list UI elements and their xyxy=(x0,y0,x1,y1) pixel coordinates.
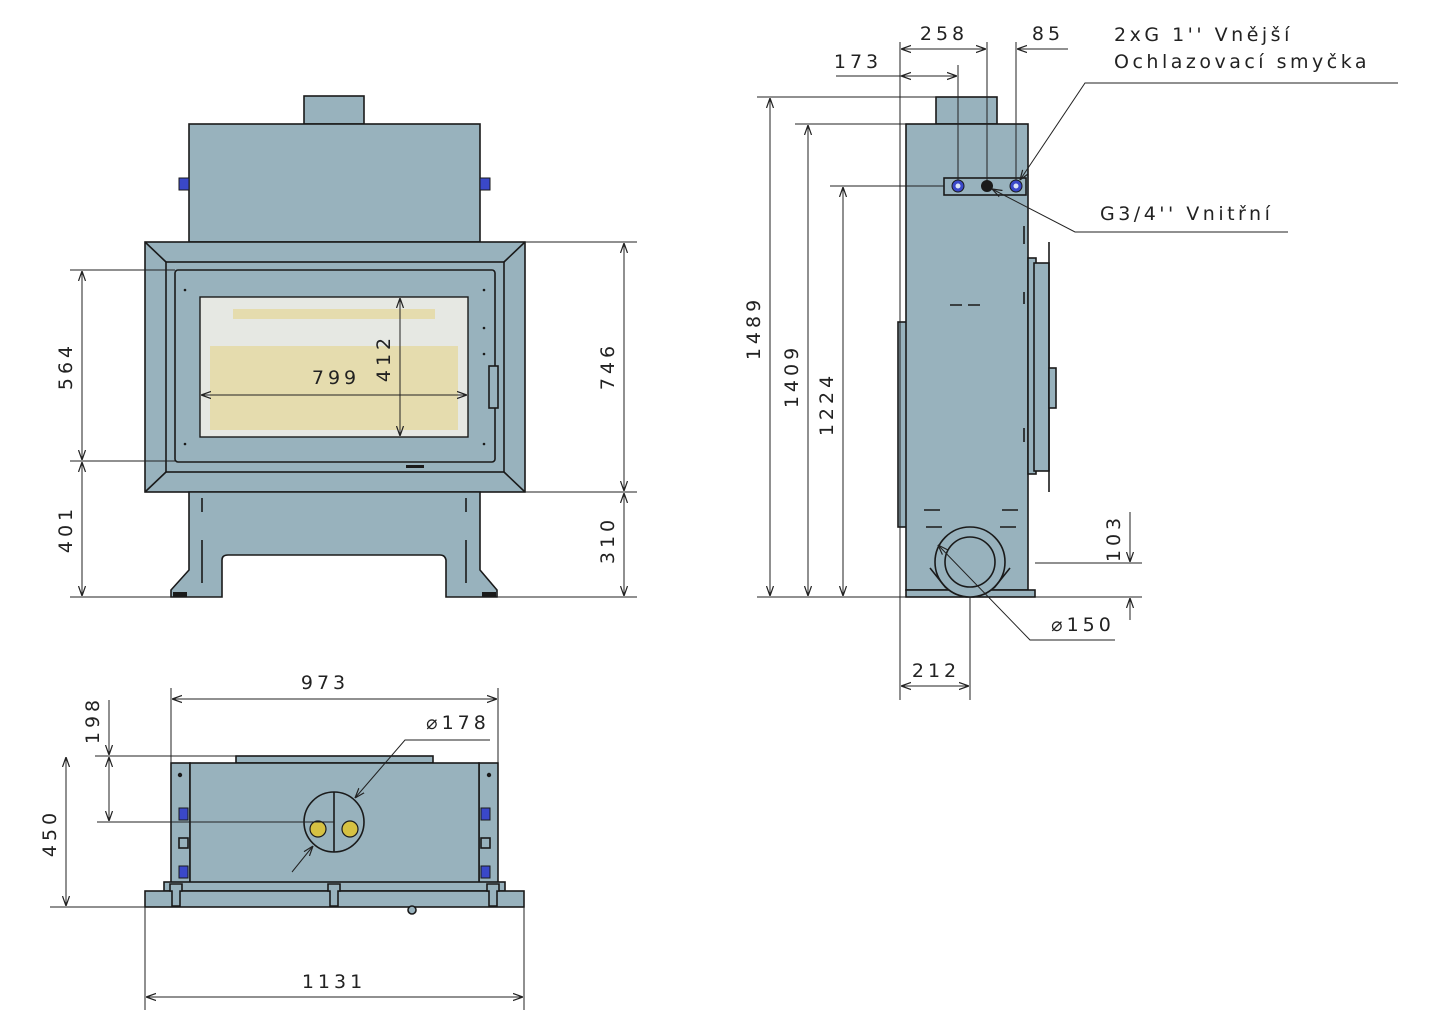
front-frame-bevel xyxy=(144,241,526,493)
outer-connector-leader xyxy=(1020,82,1398,180)
top-right-rail xyxy=(478,762,499,884)
dim-799-label: 799 xyxy=(312,367,360,389)
front-fire xyxy=(210,346,458,430)
top-right-connector-icon xyxy=(480,807,491,821)
dim-leader-150 xyxy=(938,545,1115,641)
dim-1409-label: 1409 xyxy=(781,344,803,408)
top-dimensions: 973 ⌀178 198 450 1131 xyxy=(39,672,525,1010)
side-body xyxy=(905,123,1029,591)
top-door-knob xyxy=(407,905,417,915)
dim-973-label: 973 xyxy=(301,672,349,694)
dim-401-label: 401 xyxy=(55,505,77,553)
front-view xyxy=(144,95,526,598)
dim-450-label: 450 xyxy=(39,809,61,857)
side-vent-slots xyxy=(924,509,1018,528)
side-dimensions: 258 85 173 1489 1409 1224 103 ⌀150 212 xyxy=(743,23,1142,700)
outer-connector-label: 2xG 1'' Vnější xyxy=(1114,24,1293,46)
top-left-rail xyxy=(170,762,191,884)
side-view xyxy=(897,96,1057,598)
top-connector-right-icon xyxy=(341,820,359,838)
dim-310-label: 310 xyxy=(597,516,619,564)
front-upper-body xyxy=(188,123,481,243)
top-view xyxy=(144,755,525,915)
front-left-connector-icon xyxy=(178,177,190,191)
inner-connector-leader xyxy=(992,189,1288,233)
front-door-handle xyxy=(488,365,499,409)
cooling-loop-label: Ochlazovací smyčka xyxy=(1114,51,1370,73)
dim-1131-label: 1131 xyxy=(302,971,366,993)
front-door-screws xyxy=(183,288,486,446)
front-right-connector-icon xyxy=(479,177,491,191)
side-door-handle xyxy=(1048,367,1057,409)
front-left-foot xyxy=(173,592,187,597)
dim-178-label: ⌀178 xyxy=(426,712,490,734)
side-air-intake xyxy=(944,536,996,588)
dim-412-label: 412 xyxy=(373,334,395,382)
dim-leader-178 xyxy=(355,739,490,798)
dim-173-label: 173 xyxy=(834,51,882,73)
front-flue-pipe xyxy=(303,95,365,125)
side-annotations: 2xG 1'' Vnější Ochlazovací smyčka G3/4''… xyxy=(992,24,1398,233)
dim-1489-label: 1489 xyxy=(743,296,765,360)
front-fire-top xyxy=(233,309,435,319)
dim-212-label: 212 xyxy=(912,660,960,682)
dim-150-label: ⌀150 xyxy=(1051,614,1115,636)
dim-198-label: 198 xyxy=(82,696,104,744)
side-door xyxy=(1033,262,1050,472)
top-left-connector-icon xyxy=(178,807,189,821)
front-door-latch xyxy=(406,465,424,468)
inner-connector-label: G3/4'' Vnitřní xyxy=(1100,203,1273,225)
front-base xyxy=(170,491,498,598)
dim-103-label: 103 xyxy=(1103,514,1125,562)
dim-85-label: 85 xyxy=(1032,23,1064,45)
top-connector-left-icon xyxy=(309,820,327,838)
dim-1224-label: 1224 xyxy=(816,372,838,436)
dim-258-label: 258 xyxy=(920,23,968,45)
dim-746-label: 746 xyxy=(597,342,619,390)
side-inner-connector-icon xyxy=(981,180,993,192)
top-flue-plate xyxy=(235,755,434,764)
front-right-foot xyxy=(482,592,496,597)
dim-564-label: 564 xyxy=(55,342,77,390)
front-base-slots xyxy=(201,498,467,583)
side-flue-pipe xyxy=(935,96,998,125)
front-dimensions: 564 401 746 310 799 412 xyxy=(55,241,637,598)
